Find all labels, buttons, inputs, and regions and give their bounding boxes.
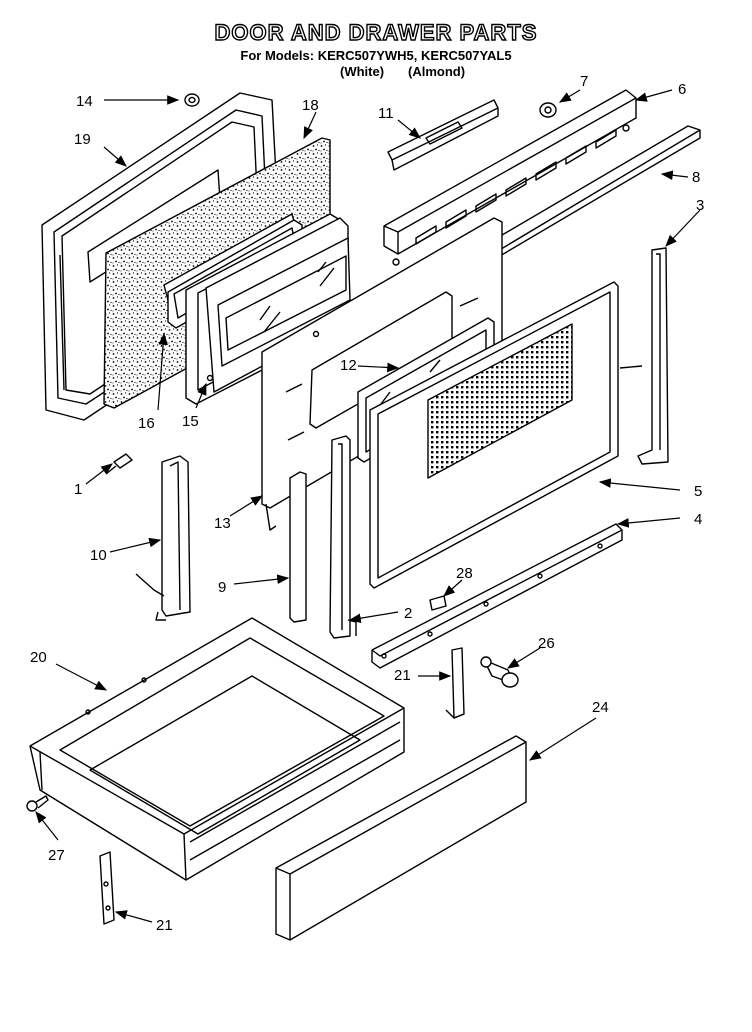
screw-27 xyxy=(26,795,49,812)
diagram-title: DOOR AND DRAWER PARTS xyxy=(214,19,538,45)
slide-bracket-21-lower xyxy=(99,851,115,925)
callout-26: 26 xyxy=(538,635,555,652)
callout-10: 10 xyxy=(90,547,107,564)
variant-almond: (Almond) xyxy=(408,64,466,79)
clip-28 xyxy=(429,595,447,611)
callout-20: 20 xyxy=(30,649,47,666)
callout-24: 24 xyxy=(592,699,609,716)
callout-14: 14 xyxy=(76,93,93,110)
callout-6: 6 xyxy=(678,81,686,98)
callout-1: 1 xyxy=(74,481,82,498)
callout-labels: 1234567891011121314151618192021212426272… xyxy=(30,73,704,934)
drawer-body-20 xyxy=(29,617,405,881)
door-bumper-14 xyxy=(184,93,200,107)
callout-28: 28 xyxy=(456,565,473,582)
callout-21a: 21 xyxy=(394,667,411,684)
callout-3: 3 xyxy=(696,197,704,214)
callout-15: 15 xyxy=(182,413,199,430)
drawer-front-24 xyxy=(275,735,527,941)
hinge-rail-4 xyxy=(371,523,623,669)
callout-4: 4 xyxy=(694,511,702,528)
callout-9: 9 xyxy=(218,579,226,596)
callout-18: 18 xyxy=(302,97,319,114)
grommet-7 xyxy=(539,102,557,118)
slide-bracket-21-upper xyxy=(445,647,465,719)
door-front-5 xyxy=(369,281,619,589)
hinge-bracket-10 xyxy=(135,455,191,621)
variant-white: (White) xyxy=(340,64,385,79)
model-numbers: For Models: KERC507YWH5, KERC507YAL5 xyxy=(240,48,512,63)
callout-19: 19 xyxy=(74,131,91,148)
callout-5: 5 xyxy=(694,483,702,500)
leader-lines xyxy=(35,89,701,923)
door-stop-9 xyxy=(289,471,307,623)
callout-11: 11 xyxy=(378,105,394,122)
callout-2: 2 xyxy=(404,605,412,622)
bracket-11 xyxy=(387,99,499,171)
callout-13: 13 xyxy=(214,515,231,532)
callout-27: 27 xyxy=(48,847,65,864)
glass-pack-15 xyxy=(185,213,351,405)
callout-7: 7 xyxy=(580,73,588,90)
inner-liner-13 xyxy=(261,217,503,531)
roller-26 xyxy=(480,656,519,688)
side-channel-3 xyxy=(619,247,669,465)
callout-16: 16 xyxy=(138,415,155,432)
callout-8: 8 xyxy=(692,169,700,186)
door-channel-2 xyxy=(329,435,357,639)
callout-12: 12 xyxy=(340,357,357,374)
callout-21b: 21 xyxy=(156,917,173,934)
screw-1 xyxy=(105,453,133,475)
vent-trim-6 xyxy=(383,89,637,266)
